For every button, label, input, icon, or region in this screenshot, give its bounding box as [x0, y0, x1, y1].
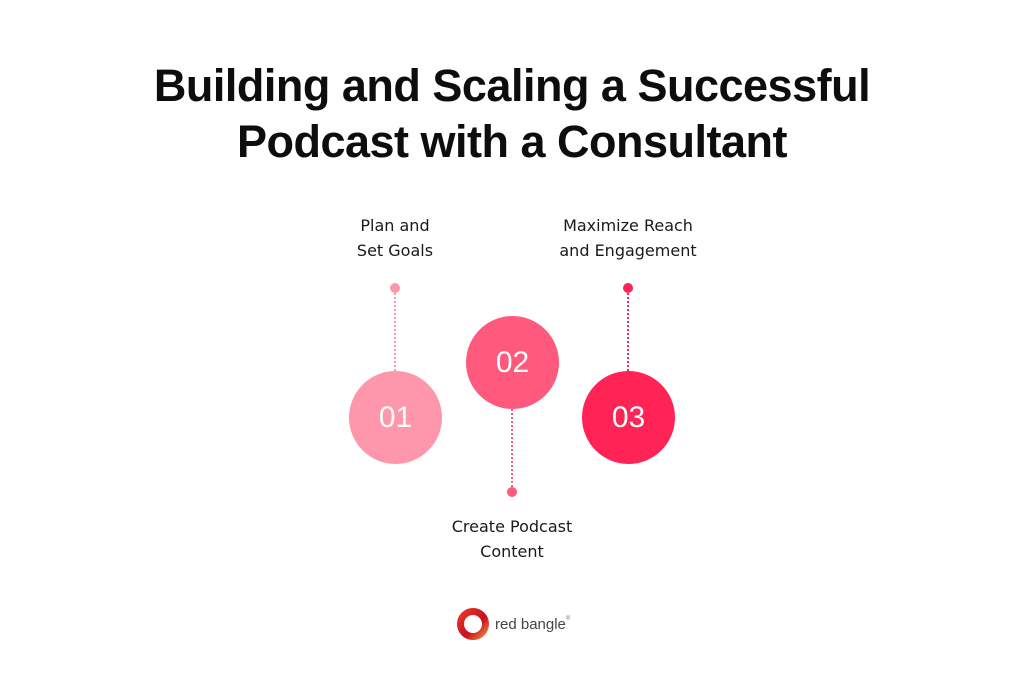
step-1-number: 01	[378, 400, 413, 434]
title-line-2: Podcast with a Consultant	[236, 116, 788, 167]
step-1-circle: 01	[349, 371, 442, 464]
brand-logo: red bangle®	[456, 607, 570, 641]
step-1-label: Plan and Set Goals	[335, 213, 455, 263]
step-1-label-line-2: Set Goals	[356, 241, 434, 260]
title-line-1: Building and Scaling a Successful	[153, 60, 871, 111]
step-2-circle: 02	[466, 316, 559, 409]
step-3-number: 03	[611, 400, 646, 434]
registered-mark: ®	[565, 615, 571, 622]
step-3-label-line-2: and Engagement	[559, 241, 697, 260]
logo-text: red bangle®	[495, 616, 570, 633]
step-2-connector-dot	[507, 487, 517, 497]
step-2-connector-line	[511, 409, 513, 487]
step-3-label: Maximize Reach and Engagement	[543, 213, 713, 263]
page-title: Building and Scaling a Successful Podcas…	[0, 58, 1024, 170]
step-1-label-line-1: Plan and	[360, 216, 430, 235]
red-bangle-ring-icon	[457, 608, 489, 640]
step-1-connector-line	[394, 293, 396, 371]
step-3-label-line-1: Maximize Reach	[563, 216, 693, 235]
step-2-label-line-1: Create Podcast	[451, 517, 573, 536]
step-2-label: Create Podcast Content	[432, 514, 592, 564]
step-1-connector-dot	[390, 283, 400, 293]
step-3-connector-line	[627, 293, 629, 371]
step-3-circle: 03	[582, 371, 675, 464]
step-3-connector-dot	[623, 283, 633, 293]
step-2-number: 02	[495, 345, 530, 379]
step-2-label-line-2: Content	[480, 542, 544, 561]
logo-wordmark: red bangle	[495, 615, 566, 633]
